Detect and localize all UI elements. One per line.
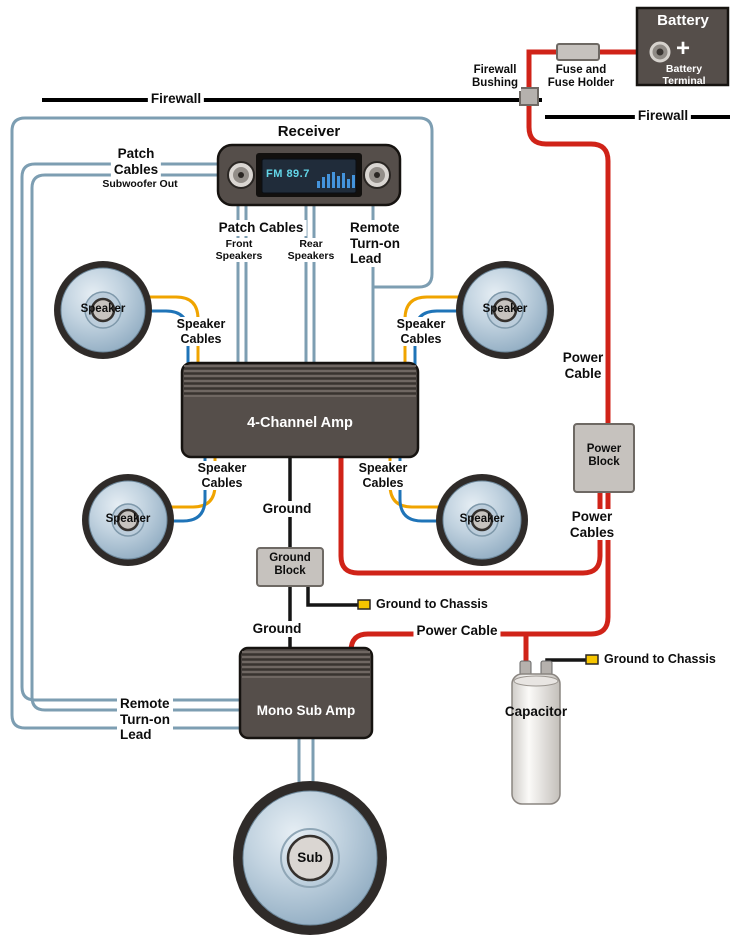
speaker-cables-rl-label: Speaker Cables: [194, 461, 250, 490]
ground-block-label: Ground Block: [269, 552, 311, 578]
speaker-front-right: [456, 261, 554, 359]
firewall-bushing-label: Firewall Bushing: [469, 64, 521, 91]
power-block: [573, 423, 635, 493]
power-block-to-4ch-amp-wire: [338, 450, 603, 576]
remote-turn-on-top-label: Remote Turn-on Lead: [347, 220, 403, 267]
ground-lower-label: Ground: [249, 621, 305, 637]
firewall-right-label: Firewall: [634, 108, 692, 124]
speaker-front-left: [54, 261, 152, 359]
power-block-label: Power Block: [586, 443, 622, 469]
capacitor-chassis-wire: [545, 658, 586, 664]
speaker-front-left-label: Speaker: [80, 303, 126, 315]
capacitor-body: [511, 673, 561, 805]
ground-upper-label: Ground: [259, 501, 315, 517]
speaker-cables-fr-label: Speaker Cables: [393, 317, 449, 346]
chassis-ring-terminal-2: [585, 654, 599, 665]
remote-turn-on-bottom-label: Remote Turn-on Lead: [117, 696, 173, 743]
ground-to-chassis-label-1: Ground to Chassis: [376, 597, 488, 611]
receiver-title: Receiver: [277, 123, 341, 140]
capacitor-label: Capacitor: [504, 704, 568, 719]
speaker-cables-rr-label: Speaker Cables: [355, 461, 411, 490]
battery-box: [635, 6, 730, 87]
equalizer-bars-icon: [317, 172, 355, 188]
battery-title: Battery: [657, 12, 709, 29]
patch-cables-left-label: Patch Cables: [110, 146, 162, 178]
battery-terminal-center: [656, 48, 664, 56]
sub-label: Sub: [297, 850, 323, 865]
amp-heatsink-fins: [184, 365, 416, 397]
mono-amp-heatsink-fins: [242, 651, 370, 678]
mono-sub-amp-label: Mono Sub Amp: [256, 703, 356, 718]
speaker-rear-right-label: Speaker: [459, 513, 505, 525]
power-cables-label: Power Cables: [566, 509, 618, 541]
ground-to-chassis-label-2: Ground to Chassis: [604, 652, 716, 666]
rr-speaker-wire-blue: [398, 450, 441, 523]
firewall-bushing: [519, 87, 539, 106]
battery-to-power-block-wire: [526, 49, 660, 430]
power-cable-mono-label: Power Cable: [413, 623, 501, 639]
tuner-knob-dot: [374, 172, 380, 178]
speaker-rear-right: [436, 474, 528, 566]
four-channel-amp-label: 4-Channel Amp: [247, 415, 353, 431]
power-cable-right-label: Power Cable: [562, 350, 604, 381]
four-channel-amp: [180, 361, 420, 459]
capacitor-top: [513, 675, 559, 687]
capacitor: [511, 660, 561, 805]
speaker-rear-left: [82, 474, 174, 566]
battery-plus-sign: +: [676, 35, 691, 62]
remote-lead-branch-wire: [10, 116, 434, 730]
receiver-display-text: FM 89.7: [266, 168, 310, 180]
battery-terminal-label: Battery Terminal: [662, 63, 706, 88]
speaker-rear-left-label: Speaker: [105, 513, 151, 525]
receiver-unit: [216, 143, 402, 207]
rl-speaker-wire-blue: [168, 450, 207, 523]
patch-cables-bottom-label: Patch Cables: [215, 220, 307, 236]
subwoofer: [233, 781, 387, 935]
speaker-cables-fl-label: Speaker Cables: [173, 317, 229, 346]
speaker-front-right-label: Speaker: [482, 303, 528, 315]
subwoofer-patch-wire-1: [20, 162, 250, 702]
mono-amp-heatsink-fins-dark: [242, 653, 370, 676]
chassis-ring-terminal-1: [357, 599, 371, 610]
volume-knob-dot: [238, 172, 244, 178]
subwoofer-out-label: Subwoofer Out: [99, 178, 181, 191]
fuse-holder: [556, 43, 600, 61]
ground-block: [256, 547, 324, 587]
amp-heatsink-fins-dark: [184, 367, 416, 395]
mono-sub-amp: [238, 646, 374, 740]
fuse-label: Fuse and Fuse Holder: [547, 64, 615, 90]
front-speakers-label: Front Speakers: [212, 238, 266, 263]
ground-block-chassis-wire: [306, 586, 358, 607]
firewall-left-label: Firewall: [147, 91, 205, 107]
rear-speakers-label: Rear Speakers: [284, 238, 338, 263]
subwoofer-patch-wire-2: [30, 173, 250, 712]
